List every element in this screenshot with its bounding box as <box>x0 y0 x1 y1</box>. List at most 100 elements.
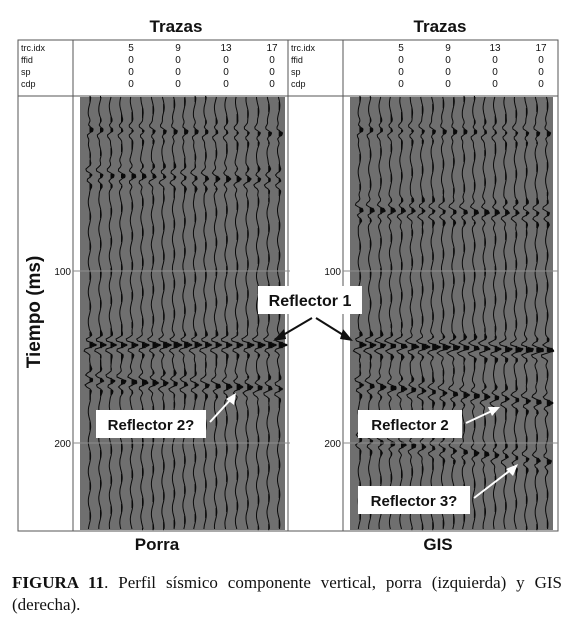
right-trace-12 <box>467 96 480 530</box>
header-left-c3-trc: 17 <box>266 43 278 54</box>
right-trace-fill-3 <box>380 115 386 515</box>
right-trace-2 <box>362 96 377 529</box>
header-left-c0-trc: 5 <box>128 43 134 54</box>
header-right-c2-cdp: 0 <box>492 79 498 90</box>
header-key-ffid-right: ffid <box>291 55 303 65</box>
header-left-c1-sp: 0 <box>175 67 181 78</box>
reflector2-left-label-box <box>96 410 206 438</box>
header-right-c3-ffid: 0 <box>538 55 544 66</box>
reflector2-right-arrow <box>465 409 495 424</box>
right-trace-4 <box>383 96 397 530</box>
tick-label-200-right: 200 <box>324 439 341 450</box>
right-trace-fill-17 <box>525 107 534 531</box>
right-trace-fill-19 <box>546 101 554 529</box>
reflector2-left-arrow <box>209 397 233 423</box>
reflector3-arrowhead <box>506 464 518 476</box>
left-trace-fill-7 <box>152 105 161 531</box>
left-trace-5 <box>125 96 139 530</box>
header-right-c2-sp: 0 <box>492 67 498 78</box>
reflector2-left-arrowhead <box>226 393 236 405</box>
right-trace-5 <box>393 96 408 530</box>
tick-label-100-left: 100 <box>54 267 71 278</box>
reflector1-label: Reflector 1 <box>269 293 352 310</box>
right-trace-fill-13 <box>484 117 490 517</box>
left-trace-6 <box>136 96 151 530</box>
reflector3-label: Reflector 3? <box>371 493 458 510</box>
seismic-figure: Trazas Trazas trc.idx ffid sp cdp trc.id… <box>17 17 559 554</box>
header-key-trc-idx-left: trc.idx <box>21 43 46 53</box>
reflector2-right-label-box <box>358 410 462 438</box>
reflector3-arrow <box>473 468 513 499</box>
tick-label-100-right: 100 <box>324 267 341 278</box>
right-trace-fill-12 <box>473 95 480 519</box>
reflector3-label-box <box>358 486 470 514</box>
left-trace-4 <box>115 96 128 530</box>
header-key-sp-right: sp <box>291 67 301 77</box>
header-right-c3-cdp: 0 <box>538 79 544 90</box>
left-trace-fill-1 <box>89 95 97 521</box>
left-trace-fill-15 <box>236 113 243 511</box>
caption-label: FIGURA 11 <box>12 573 105 592</box>
panel-left-title: Trazas <box>150 17 203 36</box>
header-left-c1-ffid: 0 <box>175 55 181 66</box>
left-trace-fill-14 <box>226 115 232 513</box>
right-trace-fill-16 <box>515 109 523 509</box>
header-left-c1-trc: 9 <box>175 43 181 54</box>
header-key-sp-left: sp <box>21 67 31 77</box>
header-right-c0-ffid: 0 <box>398 55 404 66</box>
right-trace-fill-18 <box>536 103 544 531</box>
header-left-c3-cdp: 0 <box>269 79 275 90</box>
right-fill <box>350 97 553 530</box>
reflector1-arrowhead-right <box>340 329 353 341</box>
header-right-c3-trc: 17 <box>535 43 547 54</box>
panel-right-title: Trazas <box>414 17 467 36</box>
header-right-c1-trc: 9 <box>445 43 451 54</box>
reflector1-label-box <box>258 286 362 314</box>
right-trace-fill-14 <box>494 115 501 513</box>
header-right-c0-trc: 5 <box>398 43 404 54</box>
panel-right-footer: GIS <box>423 535 452 554</box>
header-left-c0-cdp: 0 <box>128 79 134 90</box>
header-left-c2-trc: 13 <box>220 43 232 54</box>
header-left-c3-ffid: 0 <box>269 55 275 66</box>
header-right-c3-sp: 0 <box>538 67 544 78</box>
left-fill <box>80 97 285 530</box>
seismic-traces-right <box>350 95 555 531</box>
header-left-c0-sp: 0 <box>128 67 134 78</box>
y-axis-label: Tiempo (ms) <box>24 256 45 369</box>
header-right-c2-trc: 13 <box>489 43 501 54</box>
tick-label-200-left: 200 <box>54 439 71 450</box>
header-left-c3-sp: 0 <box>269 67 275 78</box>
header-key-ffid-left: ffid <box>21 55 33 65</box>
reflector2-right-arrowhead <box>488 407 500 416</box>
header-left-c0-ffid: 0 <box>128 55 134 66</box>
left-trace-fill-13 <box>215 117 222 517</box>
left-trace-13 <box>210 96 223 530</box>
figure-caption: FIGURA 11. Perfil sísmico componente ver… <box>12 572 562 616</box>
header-right-c2-ffid: 0 <box>492 55 498 66</box>
reflector1-arrowhead-left <box>273 329 286 341</box>
reflector2-right-label: Reflector 2 <box>371 417 449 434</box>
left-trace-7 <box>147 96 162 530</box>
right-trace-3 <box>373 96 387 530</box>
seismic-traces-left <box>80 95 289 531</box>
left-trace-3 <box>105 96 118 530</box>
header-right-c1-cdp: 0 <box>445 79 451 90</box>
header-left-c1-cdp: 0 <box>175 79 181 90</box>
left-trace-fill-16 <box>247 109 254 509</box>
right-trace-fill-15 <box>505 113 513 511</box>
header-left-c2-sp: 0 <box>223 67 229 78</box>
header-right-c1-sp: 0 <box>445 67 451 78</box>
header-right-c0-sp: 0 <box>398 67 404 78</box>
right-trace-11 <box>456 96 471 530</box>
reflector2-left-label: Reflector 2? <box>108 417 195 434</box>
left-trace-14 <box>220 96 233 530</box>
header-key-trc-idx-right: trc.idx <box>291 43 316 53</box>
header-key-cdp-left: cdp <box>21 79 36 89</box>
caption-text: . Perfil sísmico componente vertical, po… <box>12 573 562 614</box>
header-right-c1-ffid: 0 <box>445 55 451 66</box>
header-right-c0-cdp: 0 <box>398 79 404 90</box>
panel-left-footer: Porra <box>135 535 180 554</box>
header-left-c2-ffid: 0 <box>223 55 229 66</box>
header-left-c2-cdp: 0 <box>223 79 229 90</box>
